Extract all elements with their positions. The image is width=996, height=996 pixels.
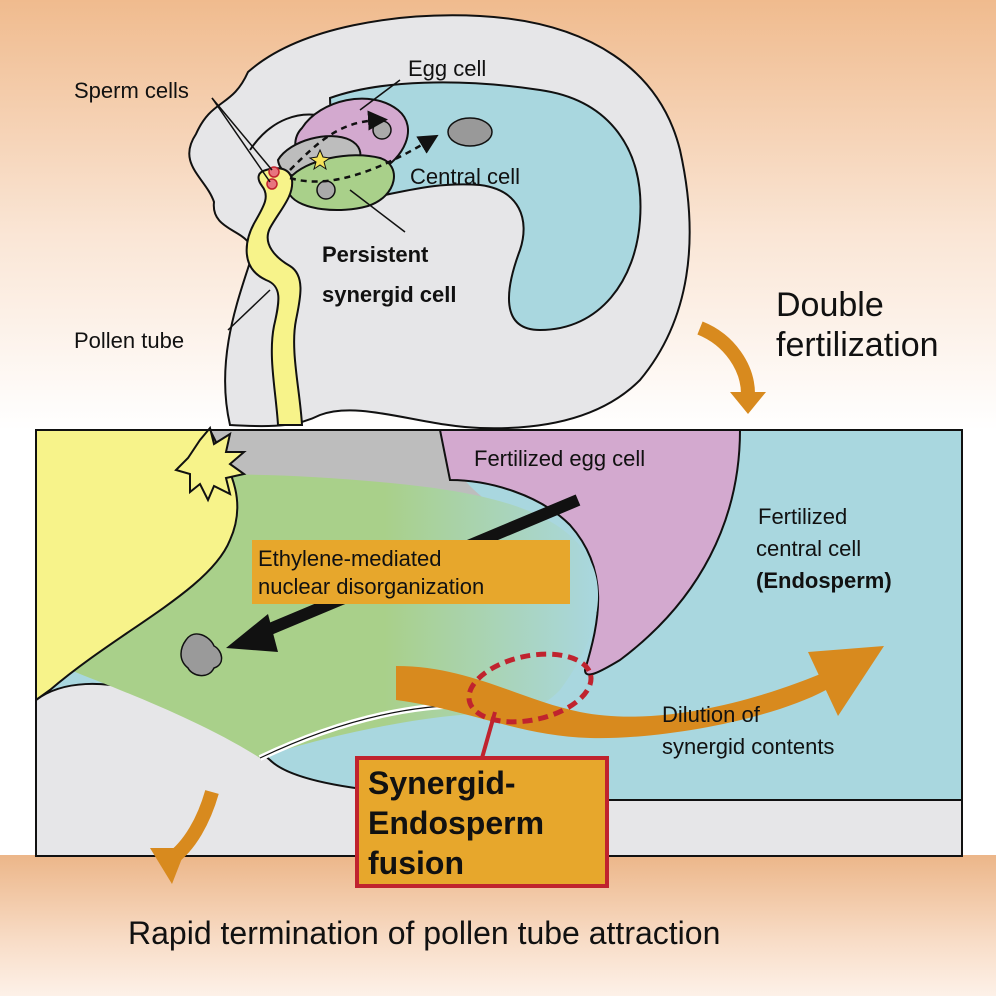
central-cell-label: Central cell [410, 164, 520, 189]
termination-caption: Rapid termination of pollen tube attract… [128, 915, 720, 951]
pollen-tube-label: Pollen tube [74, 328, 184, 353]
leader-synergid [349, 189, 406, 233]
double-fertilization-line2: fertilization [776, 326, 939, 364]
persistent-label-line1: Persistent [322, 242, 429, 267]
discharge-star-icon [308, 148, 332, 171]
fertilized-egg-cell-label: Fertilized egg cell [474, 446, 645, 471]
fertilized-central-line1: Fertilized [758, 504, 847, 529]
fertilized-egg-cell [438, 429, 742, 676]
sperm-path-to-egg [289, 110, 388, 171]
burst-tip-icon [174, 425, 247, 503]
fusion-label-line2: Endosperm [368, 805, 544, 841]
double-fertilization-line1: Double [776, 286, 884, 324]
ethylene-label-box [252, 540, 570, 604]
ethylene-label-line2: nuclear disorganization [258, 574, 484, 599]
fusion-label-line1: Synergid- [368, 765, 516, 801]
endosperm-label: (Endosperm) [756, 568, 892, 593]
fusion-connector [480, 711, 497, 759]
leader-egg-cell [359, 79, 401, 111]
leader-sperm-a [211, 97, 273, 171]
disorganized-nucleus [180, 633, 223, 677]
pollen-tube [245, 167, 304, 426]
persistent-label-line2: synergid cell [322, 282, 457, 307]
dilution-arrow [396, 646, 884, 739]
fusion-label-line3: fusion [368, 845, 464, 881]
termination-arrow [150, 790, 219, 884]
synergid-nucleus [316, 180, 336, 200]
fusion-label-box [355, 756, 609, 888]
ovule-illustration [188, 14, 691, 430]
lower-ovule-wall [36, 683, 962, 856]
leader-sperm-b [211, 97, 271, 183]
ethylene-label-line1: Ethylene-mediated [258, 546, 441, 571]
double-fertilization-arrow [697, 321, 766, 414]
central-cell [328, 81, 642, 332]
fusion-site-ellipse [466, 651, 594, 725]
egg-cell-label: Egg cell [408, 56, 486, 81]
sperm-cells-label: Sperm cells [74, 78, 189, 103]
central-cell-nucleus [447, 117, 493, 147]
dilution-label-line1: Dilution of [662, 702, 761, 727]
sperm-path-to-central [289, 134, 439, 183]
egg-nucleus [372, 120, 392, 140]
leader-pollen-tube [227, 289, 271, 331]
fertilized-central-line2: central cell [756, 536, 861, 561]
dilution-label-line2: synergid contents [662, 734, 834, 759]
